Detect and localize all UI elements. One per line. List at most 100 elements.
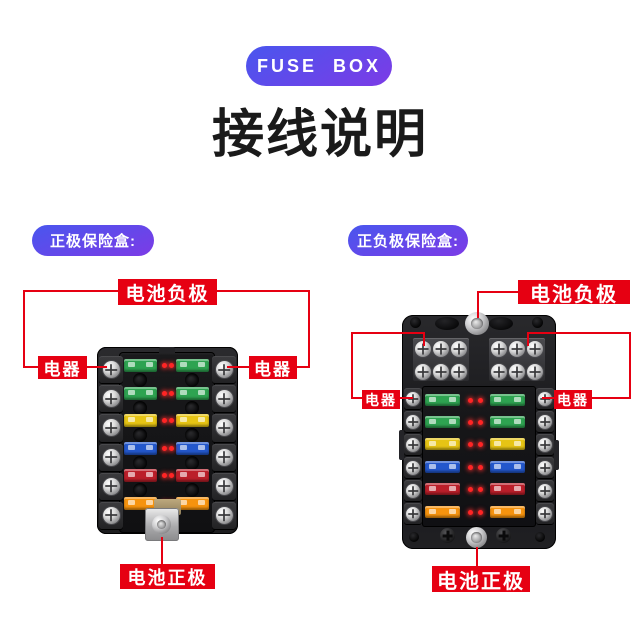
led-indicator — [478, 510, 483, 515]
blade-fuse — [425, 483, 460, 495]
power-input-bracket — [145, 508, 179, 541]
terminal-block — [536, 434, 554, 455]
screw-terminal — [527, 341, 543, 357]
fuse-panel — [119, 347, 215, 533]
blade-fuse — [124, 387, 157, 400]
page-title: 接线说明 — [211, 106, 428, 164]
led-indicator — [162, 418, 167, 423]
screw-terminal — [509, 364, 525, 380]
screw-terminal — [451, 364, 467, 380]
screw-terminal — [215, 477, 233, 495]
terminal-block — [99, 501, 123, 530]
wire-segment — [351, 332, 353, 399]
wire-segment — [542, 397, 556, 399]
screw-terminal — [102, 477, 120, 495]
screw-terminal — [491, 364, 507, 380]
terminal-block — [536, 503, 554, 524]
wire-segment — [23, 290, 118, 292]
side-clip — [399, 430, 404, 460]
screw-terminal — [538, 437, 552, 452]
mount-hole — [409, 532, 419, 542]
blade-fuse — [425, 506, 460, 518]
led-indicator — [162, 446, 167, 451]
power-stud — [152, 515, 171, 534]
wire-segment — [527, 332, 529, 346]
screw-terminal — [102, 506, 120, 524]
wire-segment — [23, 290, 25, 368]
label-device-left: 电器 — [38, 356, 87, 379]
blade-fuse — [490, 416, 525, 428]
screw-terminal — [415, 341, 431, 357]
led-indicator — [169, 446, 174, 451]
wire-segment — [477, 291, 479, 318]
busbar-left — [413, 338, 469, 381]
terminal-cap — [489, 317, 513, 330]
wire-segment — [591, 397, 631, 399]
terminal-block — [404, 388, 422, 409]
led-indicator — [468, 487, 473, 492]
spare-fuse-slot — [185, 428, 199, 442]
side-clip — [554, 440, 559, 470]
screw-terminal — [433, 364, 449, 380]
screw-terminal — [215, 390, 233, 408]
terminal-block — [536, 457, 554, 478]
screw-terminal — [406, 483, 420, 498]
label-device-left: 电器 — [362, 390, 400, 409]
screw-terminal — [415, 364, 431, 380]
terminal-block — [536, 480, 554, 501]
wire-segment — [23, 366, 40, 368]
wire-segment — [527, 332, 631, 334]
mount-hole — [410, 317, 421, 328]
screw-terminal — [102, 419, 120, 437]
blade-fuse — [176, 414, 209, 427]
terminal-block — [536, 411, 554, 432]
screw-terminal — [215, 448, 233, 466]
terminal-block — [212, 414, 236, 442]
blade-fuse — [490, 438, 525, 450]
screw-terminal — [509, 341, 525, 357]
terminal-block — [99, 472, 123, 500]
blade-fuse — [490, 394, 525, 406]
led-indicator — [169, 418, 174, 423]
screw-terminal — [538, 460, 552, 475]
wire-segment — [351, 397, 364, 399]
blade-fuse — [124, 442, 157, 455]
wire-segment — [398, 397, 413, 399]
wire-segment — [296, 366, 310, 368]
label-battery-positive: 电池正极 — [120, 564, 215, 589]
blade-fuse — [124, 359, 157, 372]
blade-fuse — [490, 483, 525, 495]
screw-terminal — [102, 448, 120, 466]
blade-fuse — [425, 438, 460, 450]
terminal-column-right — [212, 356, 236, 530]
spare-fuse-slot — [185, 483, 199, 497]
fuse-box-illustration-right — [399, 312, 559, 549]
led-indicator — [478, 398, 483, 403]
screw-terminal — [538, 506, 552, 521]
section-label-positive-negative-box: 正负极保险盒: — [348, 225, 468, 256]
blade-fuse — [425, 461, 460, 473]
terminal-block — [99, 414, 123, 442]
wire-segment — [351, 332, 425, 334]
fuse-box-illustration-left — [97, 347, 238, 541]
wire-segment — [478, 291, 518, 293]
wire-segment — [161, 537, 163, 566]
screw-terminal — [406, 437, 420, 452]
blade-fuse — [176, 497, 209, 510]
section-label-positive-box: 正极保险盒: — [32, 225, 154, 256]
led-indicator — [468, 510, 473, 515]
screw-terminal — [491, 341, 507, 357]
blade-fuse — [124, 497, 157, 510]
terminal-block — [99, 385, 123, 413]
wire-segment — [629, 332, 631, 399]
screw-terminal — [215, 419, 233, 437]
led-indicator — [478, 442, 483, 447]
spare-fuse-slot — [133, 401, 147, 415]
terminal-block — [212, 356, 236, 384]
led-indicator — [468, 420, 473, 425]
wire-segment — [423, 332, 425, 346]
terminal-block — [99, 356, 123, 384]
led-indicator — [478, 465, 483, 470]
terminal-block — [404, 411, 422, 432]
